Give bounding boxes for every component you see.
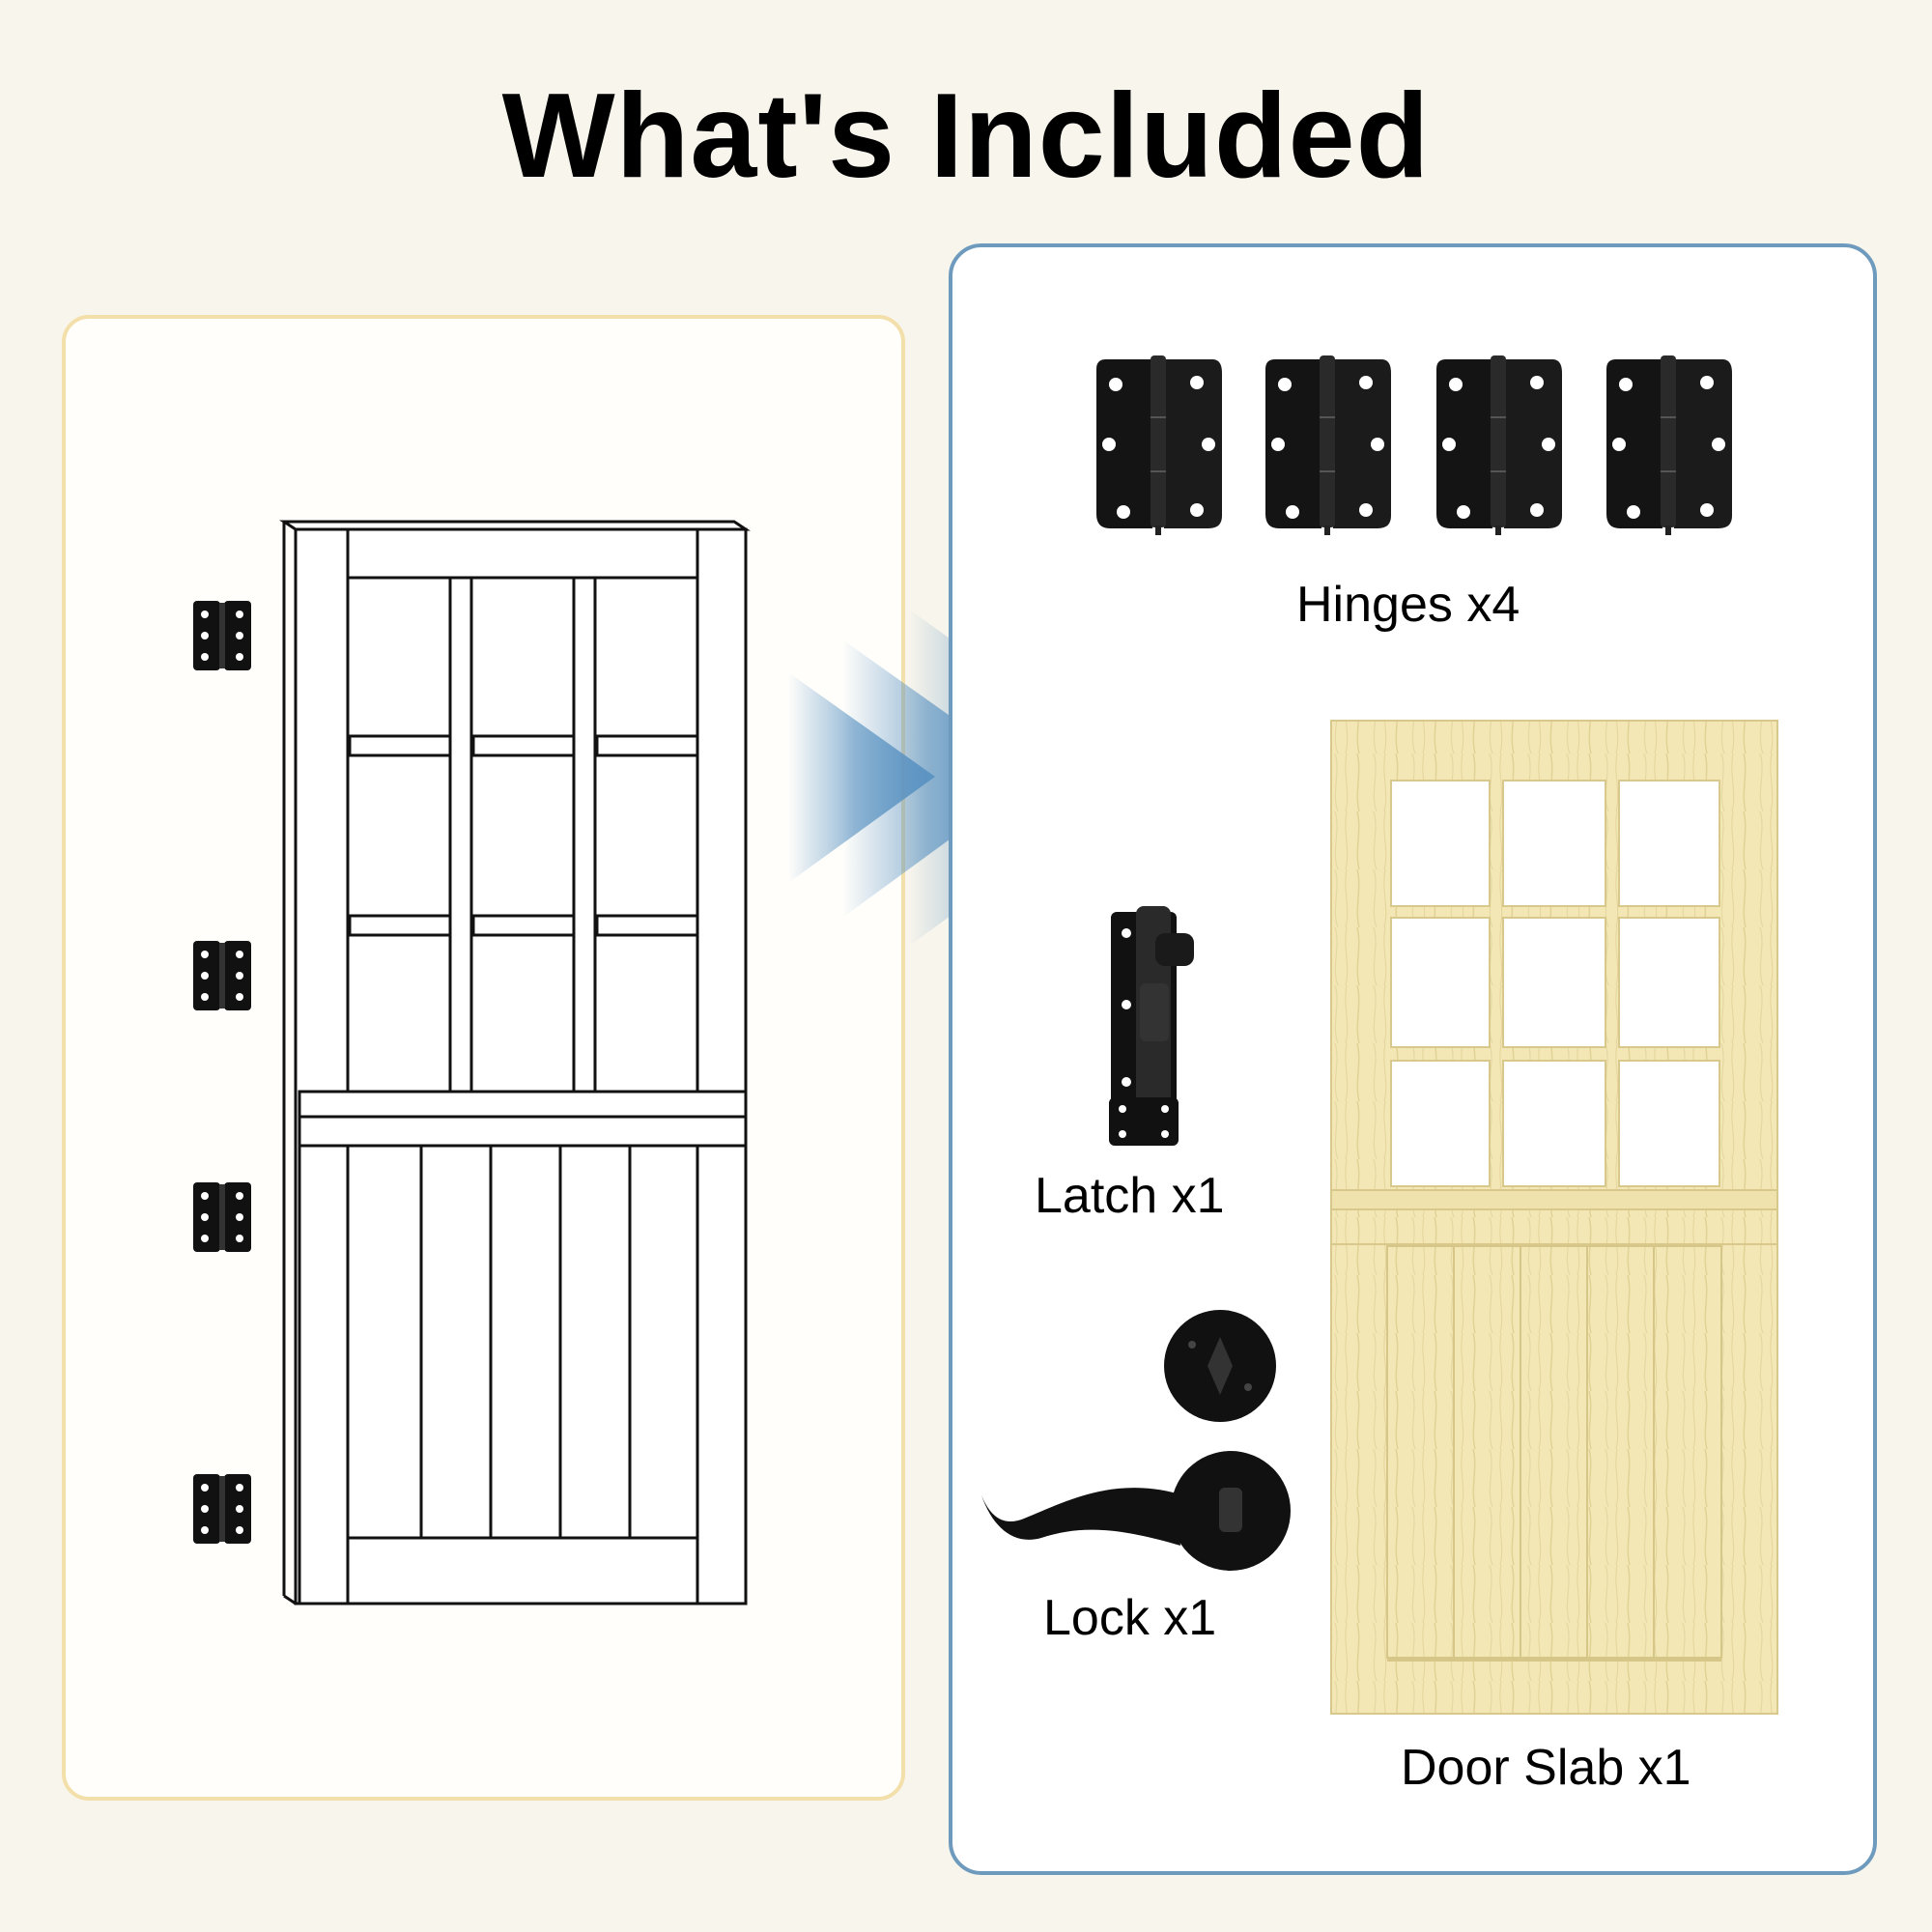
latch-label: Latch x1 [1035, 1168, 1225, 1224]
hinges-label: Hinges x4 [1296, 577, 1520, 633]
page-title: What's Included [501, 70, 1431, 203]
door-slab-label: Door Slab x1 [1401, 1740, 1691, 1796]
lock-label: Lock x1 [1043, 1590, 1217, 1646]
